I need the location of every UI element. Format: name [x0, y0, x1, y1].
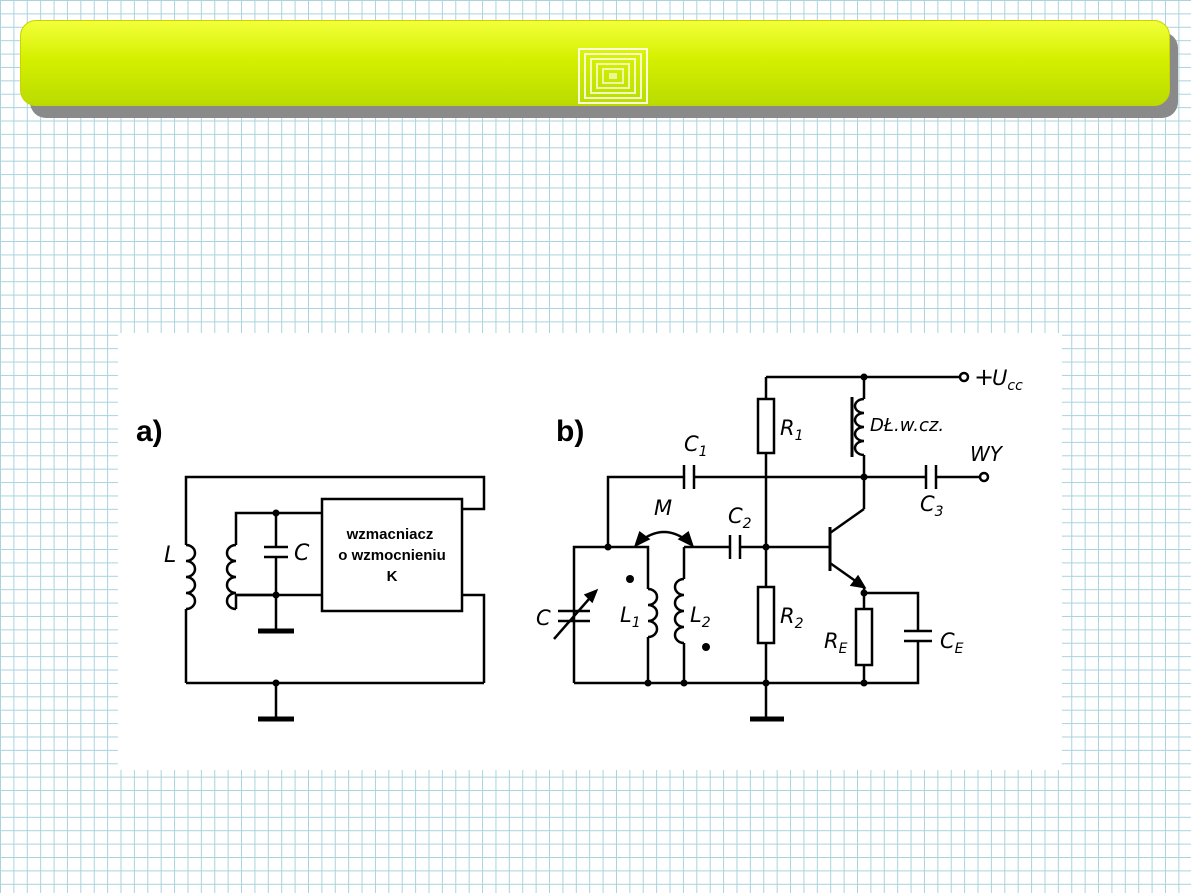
junction-dot — [272, 509, 280, 517]
resistor-re — [854, 607, 874, 667]
circuit-diagrams: a) — [136, 363, 1023, 722]
variable-arrowhead-icon — [583, 588, 599, 604]
wire-a-coil-bottom — [234, 593, 276, 609]
amplifier-text-line-3: K — [387, 568, 398, 585]
junction-dot — [860, 679, 868, 687]
label-ce: CE — [940, 629, 964, 657]
circuit-figure: a) — [118, 333, 1062, 770]
label-l2: L2 — [690, 603, 711, 631]
junction-dot — [762, 679, 770, 687]
diagram-b: b) — [536, 363, 1023, 722]
label-l: L — [164, 543, 176, 568]
transistor-collector-icon — [829, 507, 865, 535]
junction-dot — [762, 543, 770, 551]
wire-ce-top — [864, 591, 920, 631]
coupling-arrowhead-left-icon — [633, 530, 651, 548]
ucc-terminal — [958, 371, 970, 383]
wire-c1-left — [606, 475, 684, 547]
wire-a-coil-top — [234, 511, 276, 545]
choke-coil-icon — [853, 397, 865, 457]
inductor-l1-icon — [647, 587, 659, 639]
feedback-wire — [184, 475, 486, 511]
amplifier-text-line-2: o wzmocnieniu — [338, 547, 446, 564]
junction-dot — [860, 473, 868, 481]
label-c3: C3 — [920, 492, 944, 520]
polarity-dot-l2 — [702, 643, 710, 651]
banner-emblem-icon — [578, 48, 648, 104]
amplifier-text-line-1: wzmacniacz — [346, 526, 434, 543]
junction-dot — [272, 679, 280, 687]
wire-a-amp-out — [462, 593, 486, 683]
panel-label-a: a) — [136, 415, 163, 448]
wire-l1-top — [608, 545, 650, 589]
wire-ground-rail — [574, 641, 920, 685]
label-ucc: Ucc — [992, 366, 1023, 394]
label-c: C — [294, 541, 310, 566]
inductor-l-icon — [185, 543, 197, 611]
wire-tank-left — [572, 545, 608, 683]
label-re: RE — [824, 629, 848, 657]
label-choke: DŁ.w.cz. — [870, 415, 944, 436]
title-banner — [20, 20, 1170, 106]
junction-dot — [680, 679, 688, 687]
diagram-a: a) — [136, 415, 486, 722]
label-l1: L1 — [620, 603, 641, 631]
label-c2: C2 — [728, 504, 752, 532]
label-r2: R2 — [780, 604, 804, 632]
label-ucc-plus: + — [974, 363, 994, 391]
label-c1: C1 — [684, 432, 708, 460]
polarity-dot-l1 — [626, 575, 634, 583]
panel-label-b: b) — [556, 415, 584, 448]
label-m: M — [654, 496, 672, 520]
resistor-r2 — [756, 585, 776, 645]
junction-dot — [644, 679, 652, 687]
label-output: WY — [970, 442, 1004, 466]
label-c-variable: C — [536, 606, 551, 630]
label-r1: R1 — [780, 416, 804, 444]
coupling-arrowhead-right-icon — [677, 530, 695, 548]
junction-dot — [272, 591, 280, 599]
junction-dot — [860, 373, 868, 381]
junction-dot — [604, 543, 612, 551]
inductor-l2-icon — [673, 577, 685, 645]
coupled-coil-icon — [225, 543, 237, 611]
output-terminal — [978, 471, 990, 483]
emitter-arrow-icon — [849, 574, 867, 589]
junction-dot — [860, 589, 868, 597]
resistor-r1 — [756, 397, 776, 455]
amplifier-box — [320, 497, 464, 613]
